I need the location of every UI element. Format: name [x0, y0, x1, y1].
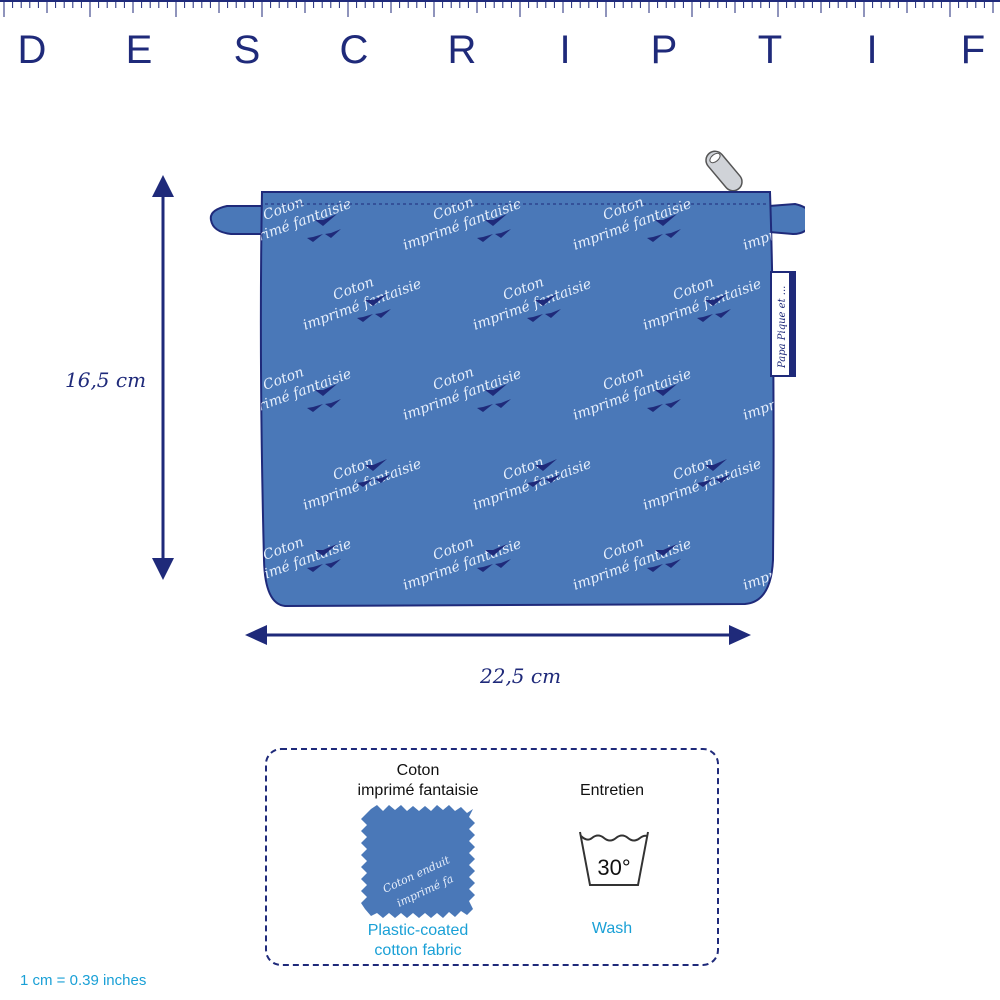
- fabric-print-bird: [527, 459, 561, 487]
- width-arrow: [245, 625, 751, 645]
- height-label: 16,5 cm: [65, 368, 147, 392]
- fabric-print-bird: [477, 214, 511, 242]
- material-title-1: Coton: [396, 762, 440, 779]
- title-letter: E: [125, 28, 153, 72]
- title-letter: I: [559, 28, 571, 72]
- fabric-print-bird: [307, 214, 341, 242]
- fabric-print-bird: [647, 214, 681, 242]
- care-en: Wash: [591, 920, 633, 937]
- fabric-print-bird: [477, 544, 511, 572]
- care-title: Entretien: [579, 782, 645, 799]
- fabric-print-bird: [357, 459, 391, 487]
- width-label: 22,5 cm: [480, 664, 562, 688]
- title-letter: I: [866, 28, 878, 72]
- fabric-swatch: Coton enduit imprimé fa: [361, 805, 475, 918]
- material-en-2: cotton fabric: [374, 942, 462, 959]
- material-en-1: Plastic-coated: [367, 922, 469, 939]
- title-letter: S: [233, 28, 261, 72]
- fabric-print-text: Coton: [771, 364, 805, 393]
- left-loop: [209, 205, 264, 235]
- height-arrow: [152, 175, 174, 580]
- brand-tag-text: Papa Pique et ...: [777, 286, 788, 369]
- fabric-print-bird: [307, 544, 341, 572]
- fabric-print-bird: [697, 459, 731, 487]
- fabric-print-bird: [307, 384, 341, 412]
- fabric-print-text: Coton: [771, 534, 805, 563]
- page-title: D E S C R I P T I F: [0, 28, 1000, 78]
- right-loop: [768, 202, 805, 236]
- material-title-2: imprimé fantaisie: [357, 782, 479, 799]
- title-letter: R: [447, 28, 477, 72]
- fabric-print-bird: [647, 544, 681, 572]
- fabric-print-bird: [527, 294, 561, 322]
- fabric-print-bird: [477, 384, 511, 412]
- title-letter: F: [960, 28, 986, 72]
- title-letter: T: [757, 28, 783, 72]
- brand-tag: Papa Pique et ...: [770, 271, 796, 377]
- ruler: [0, 0, 1000, 17]
- fabric-print-bird: [647, 384, 681, 412]
- zipper-pull: [705, 150, 743, 192]
- fabric-print-bird: [357, 294, 391, 322]
- conversion-note: 1 cm = 0.39 inches: [20, 972, 147, 989]
- title-letter: P: [650, 28, 678, 72]
- title-letter: D: [17, 28, 47, 72]
- wash-30-icon: 30°: [579, 831, 649, 886]
- wash-temp: 30°: [597, 855, 630, 880]
- title-letter: C: [339, 28, 369, 72]
- fabric-print-bird: [697, 294, 731, 322]
- info-box: [265, 748, 719, 966]
